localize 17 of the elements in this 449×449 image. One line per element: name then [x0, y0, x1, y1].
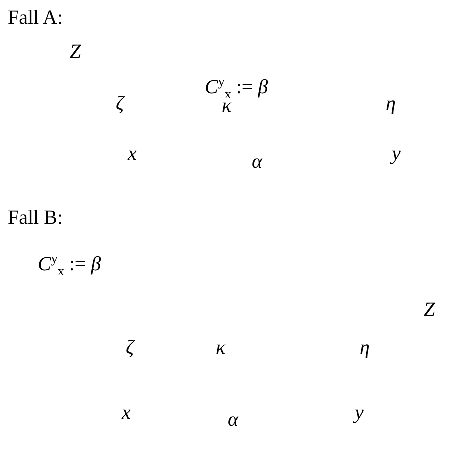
math-symbol: x [128, 144, 137, 164]
section-heading: Fall B: [8, 208, 64, 228]
math-symbol: Z [424, 300, 436, 320]
math-symbol: η [360, 338, 370, 358]
math-symbol: α [228, 410, 238, 430]
math-symbol: ζ [126, 338, 134, 358]
math-symbol: κ [216, 338, 226, 358]
math-symbol: Z [70, 42, 82, 62]
math-expression: C$^{y}$$_{x}$ := β [38, 252, 102, 278]
math-symbol: η [386, 94, 396, 114]
math-symbol: y [392, 144, 401, 164]
math-symbol: x [122, 403, 131, 423]
math-symbol: ζ [116, 94, 124, 114]
math-symbol: α [252, 152, 262, 172]
math-symbol: y [355, 403, 364, 423]
section-heading: Fall A: [8, 8, 64, 28]
math-expression: C$^{y}$$_{x}$ := β [205, 75, 268, 101]
